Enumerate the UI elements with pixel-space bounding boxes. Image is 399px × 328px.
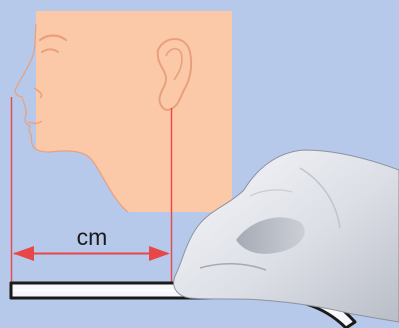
unit-label: cm	[62, 222, 122, 252]
dimension-arrowhead-right	[149, 246, 170, 261]
dimension-arrowhead-left	[13, 246, 34, 261]
